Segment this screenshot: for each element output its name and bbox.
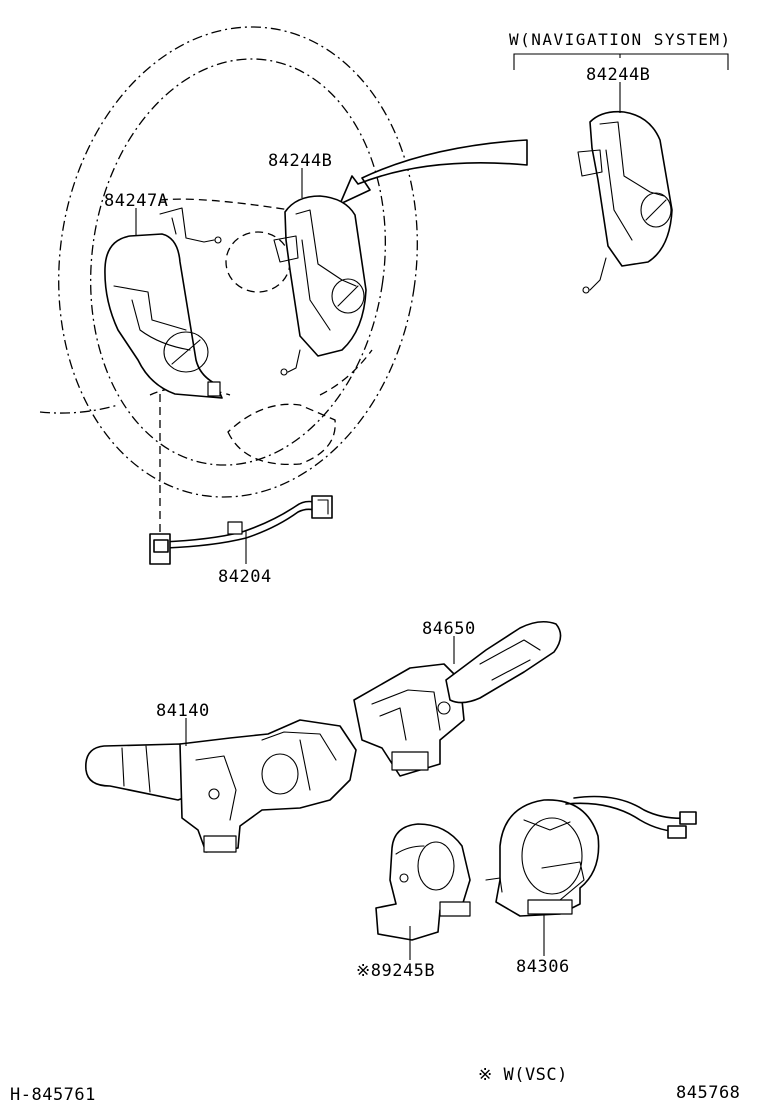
part-number-right-switch: 84244B	[268, 151, 332, 171]
wiper-switch	[353, 620, 562, 777]
spiral-cable	[485, 795, 697, 917]
part-number-wiper-switch: 84650	[422, 619, 476, 639]
part-number-steering-sensor: ※89245B	[356, 961, 435, 981]
vsc-footnote: ※ W(VSC)	[478, 1065, 568, 1085]
figure-code-right: 845768	[676, 1083, 740, 1103]
navigation-variant-label: W(NAVIGATION SYSTEM)	[509, 30, 732, 49]
steering-sensor	[375, 823, 471, 941]
navigation-variant-bracket	[513, 53, 729, 70]
steering-wheel-outline	[39, 26, 418, 498]
replacement-arrow	[339, 139, 528, 205]
navigation-steering-switch	[577, 110, 673, 294]
leader-lines	[135, 82, 621, 960]
part-number-left-switch: 84247A	[104, 191, 168, 211]
left-steering-switch	[104, 207, 223, 399]
wire-harness	[149, 394, 333, 565]
part-number-nav-switch: 84244B	[586, 65, 650, 85]
right-steering-switch	[273, 195, 367, 376]
part-number-wire-harness: 84204	[218, 567, 272, 587]
headlamp-switch	[85, 719, 357, 853]
part-number-spiral-cable: 84306	[516, 957, 570, 977]
figure-code-left: H-845761	[10, 1085, 96, 1105]
part-number-headlamp-switch: 84140	[156, 701, 210, 721]
